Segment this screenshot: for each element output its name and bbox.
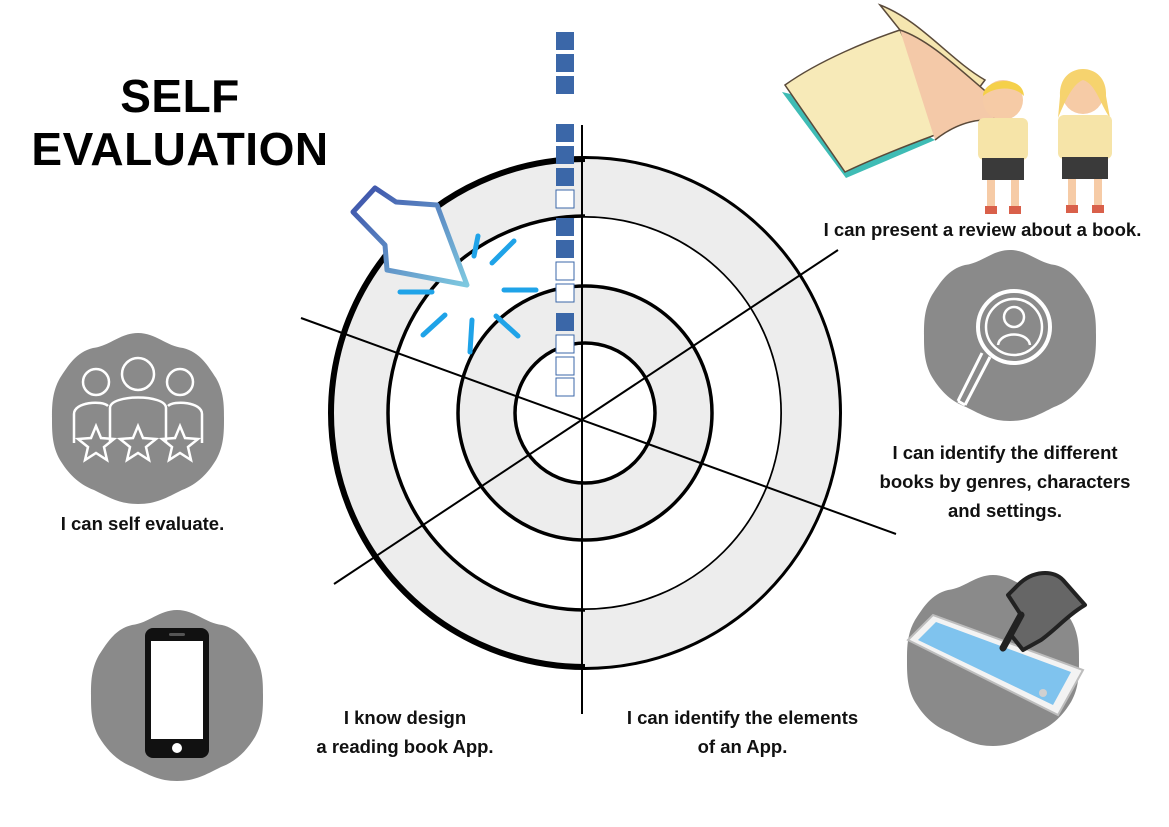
checkbox-filled[interactable] [556,124,574,142]
tablet-touch-icon [906,571,1087,746]
statement-identify-books-line-1: I can identify the different [892,442,1118,463]
smartphone-icon [91,610,263,781]
axis-diag-1 [300,317,897,535]
statement-self-evaluate-text: I can self evaluate. [60,513,225,534]
statement-present-review-text: I can present a review about a book. [823,219,1142,240]
statement-identify-elements-line-2: of an App. [697,736,788,757]
checkbox-empty[interactable] [555,356,575,376]
statement-identify-books: I can identify the different books by ge… [860,438,1150,525]
checkbox-filled[interactable] [556,168,574,186]
progress-checkboxes [555,32,575,397]
statement-identify-books-line-3: and settings. [947,500,1063,521]
checkbox-empty[interactable] [555,261,575,281]
title-line-1: SELF [120,70,240,122]
ring-right-half-light [585,159,839,667]
checkbox-filled[interactable] [556,76,574,94]
checkbox-empty[interactable] [555,283,575,303]
ring-inner [513,341,657,485]
statement-self-evaluate: I can self evaluate. [30,509,255,538]
statement-design-app-line-2: a reading book App. [316,736,494,757]
checkbox-empty[interactable] [555,334,575,354]
checkbox-filled[interactable] [556,54,574,72]
statement-present-review: I can present a review about a book. [800,215,1165,244]
checkbox-empty[interactable] [555,189,575,209]
target-rings [328,156,842,670]
checkbox-filled[interactable] [556,32,574,50]
checkbox-filled[interactable] [556,240,574,258]
page-title: SELF EVALUATION [20,70,340,176]
statement-identify-elements-line-1: I can identify the elements [626,707,859,728]
axis-diag-2 [333,249,839,585]
statement-design-app: I know design a reading book App. [295,703,515,761]
open-book-children-icon [782,3,1112,214]
statement-design-app-line-1: I know design [343,707,467,728]
magnifier-person-icon [924,250,1096,421]
checkbox-filled[interactable] [556,218,574,236]
statement-identify-books-line-2: books by genres, characters [879,471,1131,492]
checkbox-filled[interactable] [556,146,574,164]
title-line-2: EVALUATION [31,123,329,175]
checkbox-filled[interactable] [556,313,574,331]
cursor-arrow-icon [350,185,539,355]
statement-identify-elements: I can identify the elements of an App. [600,703,885,761]
people-stars-icon [52,333,224,504]
checkbox-empty[interactable] [555,377,575,397]
axis-lines [300,125,897,714]
